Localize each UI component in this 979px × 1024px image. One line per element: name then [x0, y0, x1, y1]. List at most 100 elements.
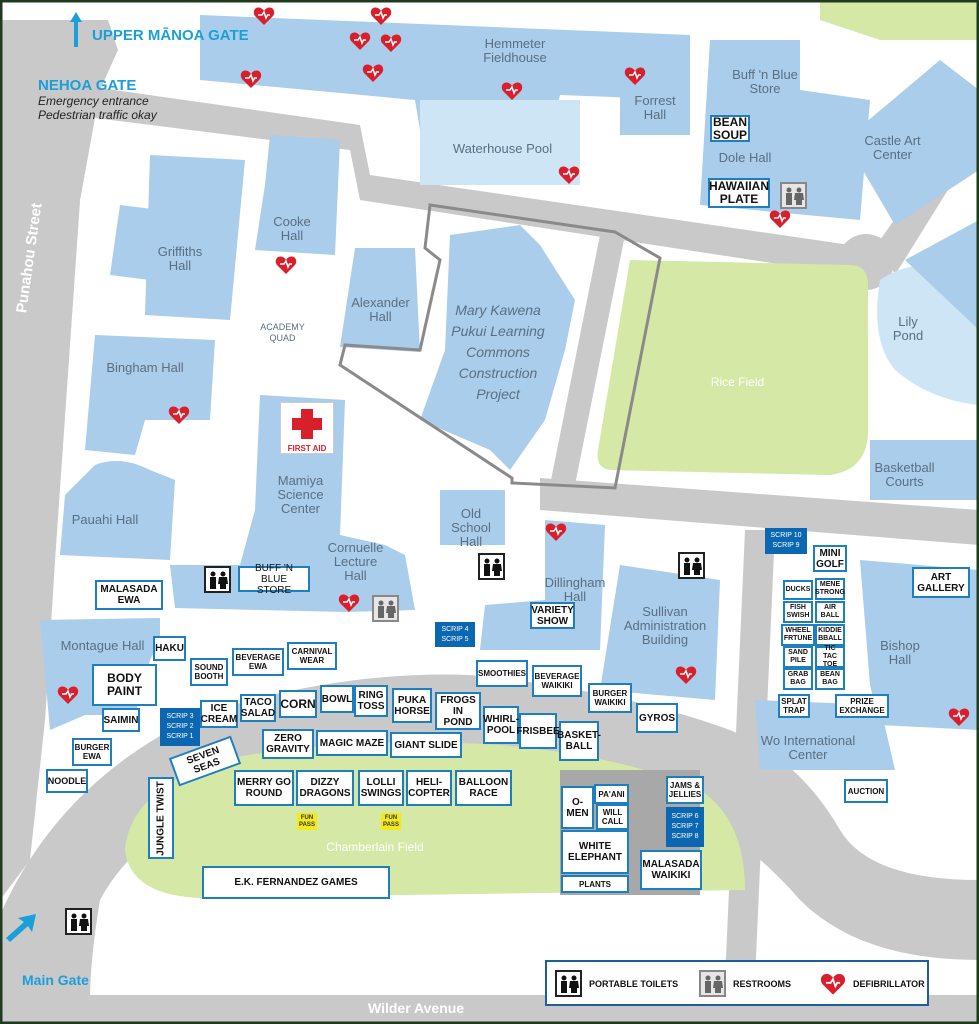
waterhouse-label: Waterhouse Pool: [452, 141, 553, 156]
booth-ek-fernandez-games[interactable]: E.K. FERNANDEZ GAMES: [202, 866, 390, 899]
pukui-commons-shape: [420, 225, 575, 470]
heart-defibrillator-icon: [820, 972, 846, 996]
booth-saimin[interactable]: SAIMIN: [102, 708, 140, 732]
booth-helicopter[interactable]: HELI-COPTER: [406, 770, 452, 806]
booth-paani[interactable]: PA'ANI: [594, 784, 629, 804]
heart-defibrillator-icon: [240, 69, 262, 89]
hemmeter-fieldhouse-shape: [200, 15, 690, 135]
booth-magic-maze[interactable]: MAGIC MAZE: [316, 730, 388, 756]
restroom-icon: [699, 970, 726, 997]
first-aid-station: FIRST AID: [280, 402, 334, 454]
heart-defibrillator-icon: [57, 685, 79, 705]
restroom-icon: [780, 182, 807, 209]
legend-restrooms: RESTROOMS: [733, 979, 792, 989]
booth-gyros[interactable]: GYROS: [636, 703, 678, 733]
east-road: [540, 478, 979, 545]
booth-basketball[interactable]: BASKET-BALL: [557, 721, 601, 761]
service-road: [550, 235, 625, 485]
booth-giant-slide[interactable]: GIANT SLIDE: [390, 732, 462, 758]
portable-toilet-icon: [678, 552, 705, 579]
heart-defibrillator-icon: [948, 707, 970, 727]
booth-haku[interactable]: HAKU: [153, 636, 186, 661]
booth-corn[interactable]: CORN: [279, 690, 317, 718]
booth-o-men[interactable]: O-MEN: [561, 786, 594, 829]
construction-boundary: [338, 203, 662, 490]
booth-jams-jellies[interactable]: JAMS &JELLIES: [666, 776, 704, 804]
upper-path: [95, 88, 850, 275]
rice-field: [597, 260, 868, 475]
booth-auction[interactable]: AUCTION: [844, 779, 888, 803]
portable-toilet-icon: [555, 970, 582, 997]
montague-label: Montague Hall: [60, 638, 145, 653]
booth-bowl[interactable]: BOWL: [320, 685, 354, 713]
upper-gate-arrow-icon: [70, 12, 82, 47]
heart-defibrillator-icon: [253, 6, 275, 26]
booth-noodle[interactable]: NOODLE: [46, 769, 88, 793]
restroom-icon: [372, 595, 399, 622]
booth-whirlpool[interactable]: WHIRL-POOL: [483, 706, 519, 744]
booth-frisbee[interactable]: FRISBEE: [516, 713, 560, 749]
nehoa-note-2: Pedestrian traffic okay: [38, 108, 157, 122]
booth-jungle-twist[interactable]: JUNGLE TWIST: [148, 777, 174, 859]
booth-plants[interactable]: PLANTS: [561, 875, 629, 893]
booth-smoothies[interactable]: SMOOTHIES: [476, 660, 528, 687]
booth-ducks[interactable]: DUCKS: [783, 580, 813, 600]
upper-manoa-gate-label: UPPER MĀNOA GATE: [92, 27, 249, 44]
red-cross-icon: [292, 409, 322, 439]
heart-defibrillator-icon: [168, 405, 190, 425]
nehoa-gate-label: NEHOA GATE: [38, 77, 137, 94]
